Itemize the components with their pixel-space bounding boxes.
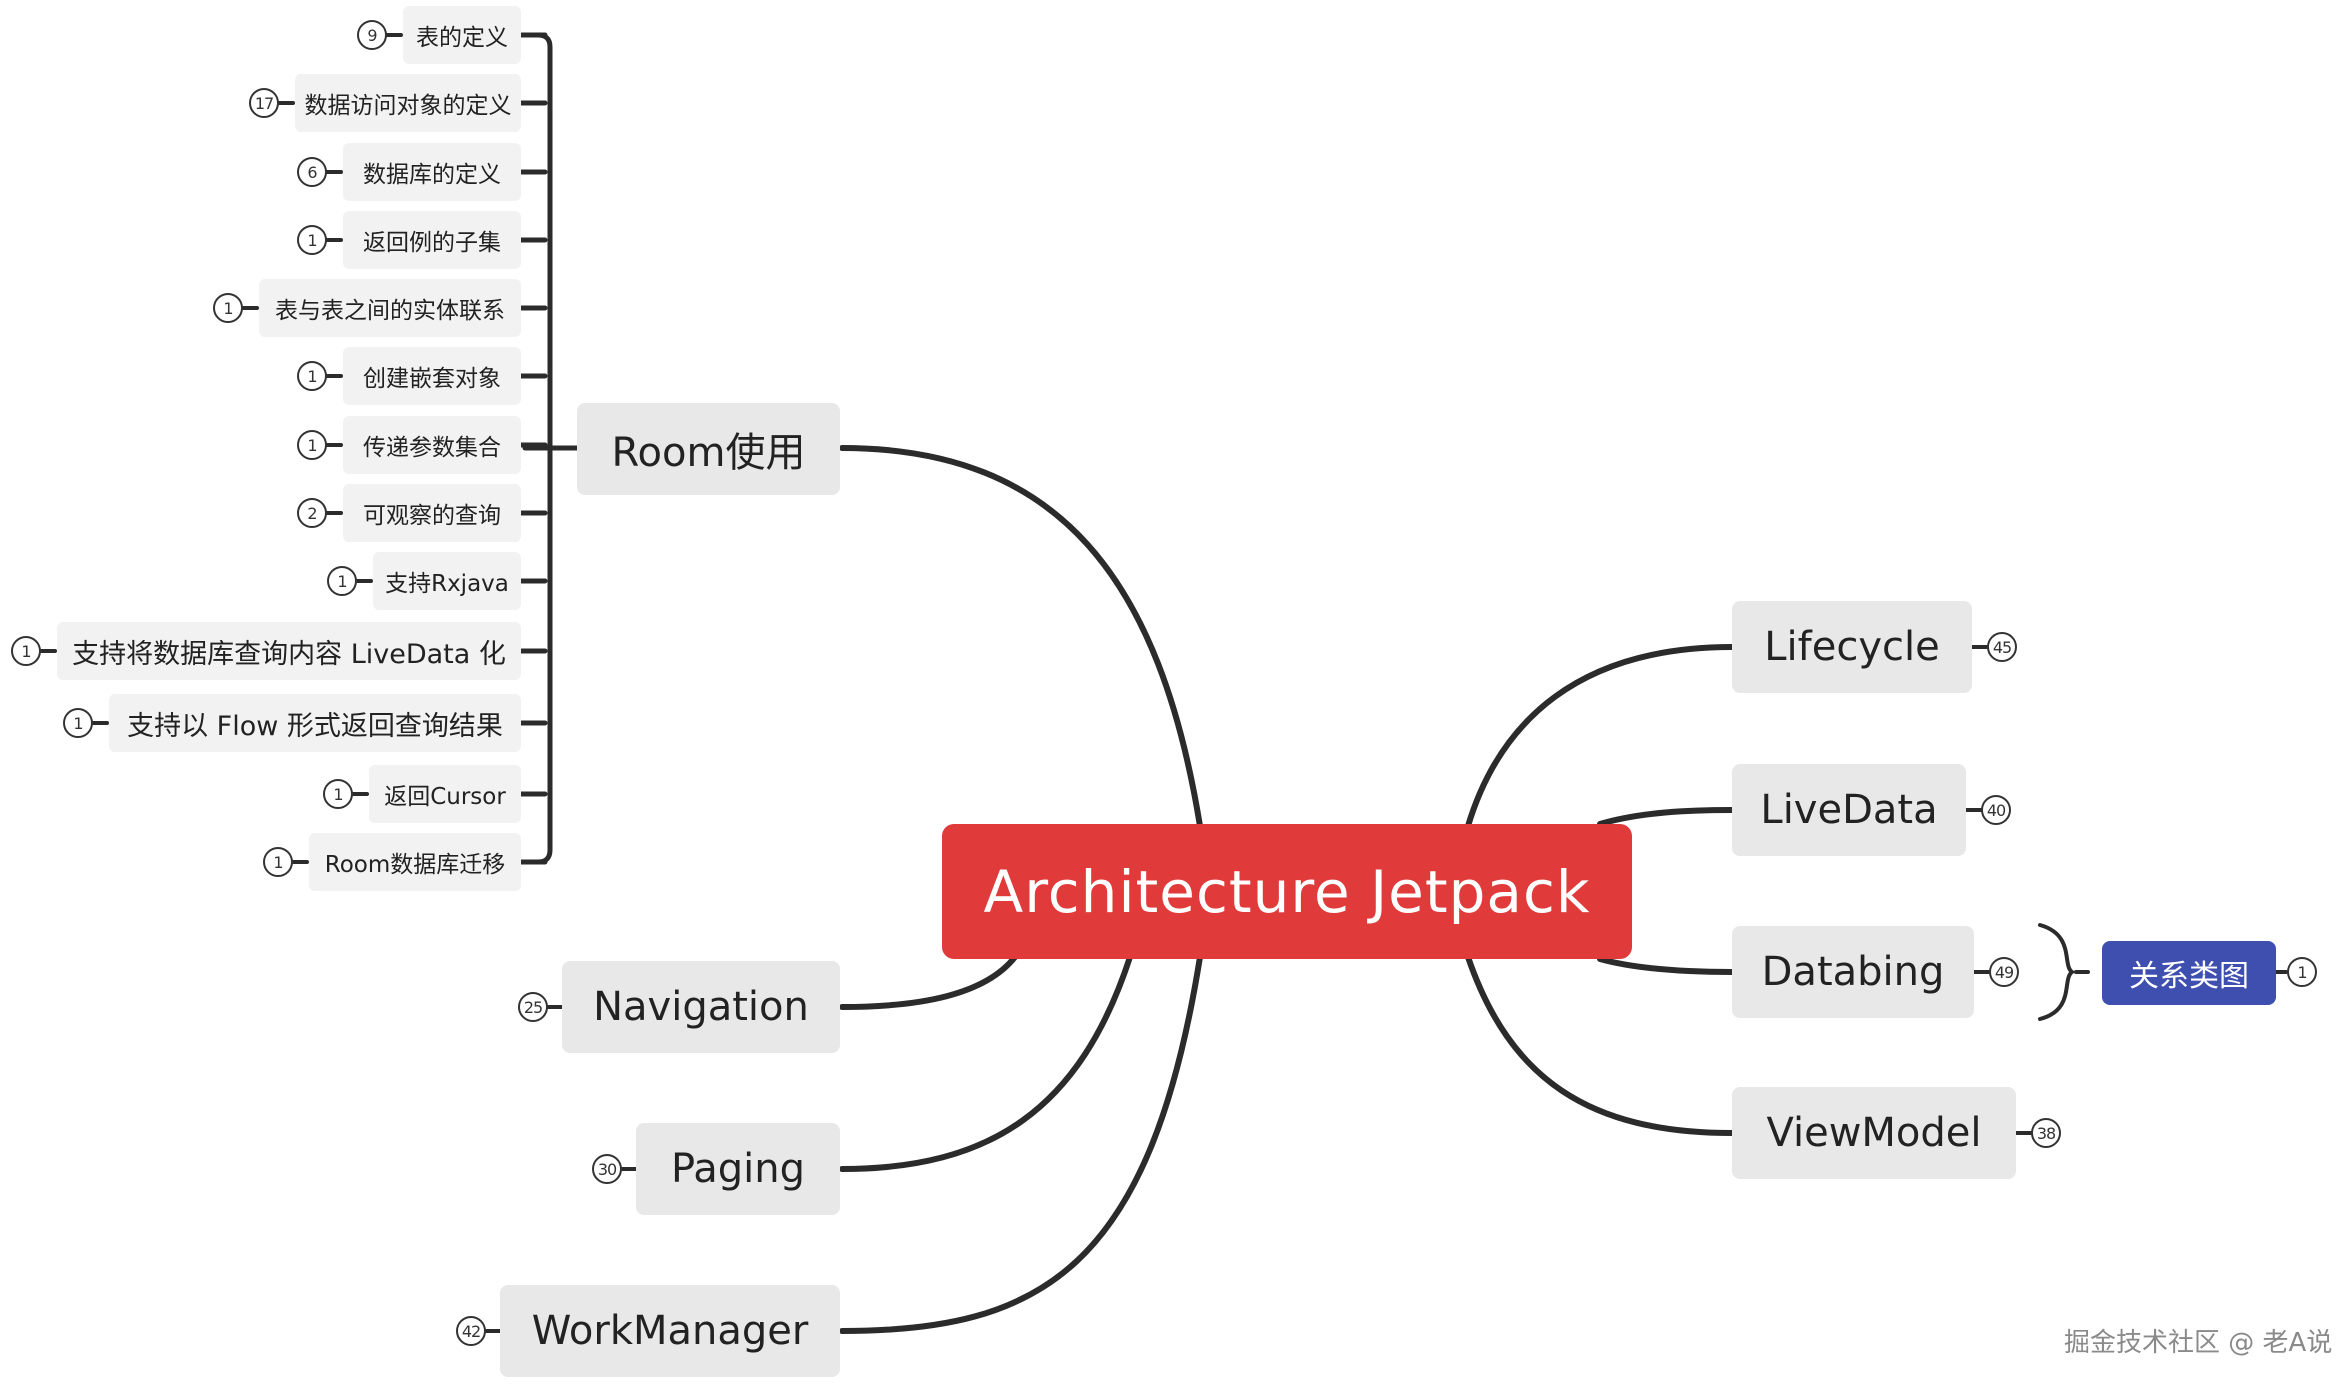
lifecycle-count-badge: 45: [1987, 632, 2017, 662]
branch-viewmodel-label: ViewModel: [1766, 1110, 1982, 1156]
room-child-node[interactable]: 返回Cursor: [369, 765, 521, 823]
room-child-count-badge: 6: [297, 157, 327, 187]
livedata-count-badge: 40: [1981, 795, 2011, 825]
room-child-label: 数据访问对象的定义: [304, 93, 512, 119]
relation-diagram-tag[interactable]: 关系类图: [2102, 941, 2276, 1005]
root-label: Architecture Jetpack: [983, 857, 1591, 926]
link-root-room: [839, 445, 1203, 829]
room-child-node[interactable]: 可观察的查询: [343, 484, 521, 542]
room-child-node[interactable]: 数据库的定义: [343, 143, 521, 201]
viewmodel-count-badge: 38: [2031, 1118, 2061, 1148]
branch-viewmodel[interactable]: ViewModel: [1732, 1087, 2016, 1179]
room-bracket-ticks: [518, 32, 548, 865]
room-child-count-badge: 17: [249, 88, 279, 118]
room-child-label: 支持以 Flow 形式返回查询结果: [127, 710, 503, 742]
room-child-node[interactable]: 返回例的子集: [343, 211, 521, 269]
room-child-count-badge: 1: [297, 361, 327, 391]
branch-navigation-label: Navigation: [593, 984, 809, 1030]
link-root-databing: [1597, 956, 1735, 975]
branch-livedata-label: LiveData: [1760, 787, 1938, 833]
room-child-count-badge: 9: [357, 20, 387, 50]
link-root-navigation: [839, 954, 1018, 1010]
room-child-count-badge: 1: [327, 566, 357, 596]
branch-navigation[interactable]: Navigation: [562, 961, 840, 1053]
room-child-node[interactable]: 表与表之间的实体联系: [259, 279, 521, 337]
branch-lifecycle[interactable]: Lifecycle: [1732, 601, 1972, 693]
paging-count-badge: 30: [592, 1154, 622, 1184]
navigation-count-badge: 25: [518, 992, 548, 1022]
room-child-count-badge: 1: [297, 225, 327, 255]
branch-paging-label: Paging: [670, 1146, 806, 1192]
room-child-node[interactable]: 数据访问对象的定义: [295, 74, 521, 132]
room-child-node[interactable]: 表的定义: [403, 6, 521, 64]
workmanager-count-badge: 42: [456, 1316, 486, 1346]
room-child-count-badge: 2: [297, 498, 327, 528]
watermark: 掘金技术社区 @ 老A说: [2064, 1328, 2333, 1358]
branch-room-label: Room使用: [611, 430, 806, 476]
room-child-label: 数据库的定义: [363, 162, 501, 188]
room-child-count-badge: 1: [213, 293, 243, 323]
branch-lifecycle-label: Lifecycle: [1764, 624, 1940, 670]
room-child-label: 返回Cursor: [384, 784, 506, 810]
room-child-label: 传递参数集合: [363, 435, 501, 461]
room-child-label: Room数据库迁移: [324, 852, 506, 878]
room-child-count-badge: 1: [323, 779, 353, 809]
room-child-label: 表与表之间的实体联系: [275, 298, 505, 324]
room-child-node[interactable]: Room数据库迁移: [309, 833, 521, 891]
room-child-node[interactable]: 支持将数据库查询内容 LiveData 化: [57, 622, 521, 680]
relation-brace: [2038, 923, 2076, 1021]
room-child-node[interactable]: 支持以 Flow 形式返回查询结果: [109, 694, 521, 752]
link-root-viewmodel: [1465, 954, 1735, 1136]
room-child-label: 可观察的查询: [363, 503, 501, 529]
room-child-count-badge: 1: [263, 847, 293, 877]
room-child-node[interactable]: 创建嵌套对象: [343, 347, 521, 405]
room-child-label: 表的定义: [416, 25, 508, 51]
room-child-label: 支持将数据库查询内容 LiveData 化: [72, 638, 506, 670]
branch-livedata[interactable]: LiveData: [1732, 764, 1966, 856]
room-child-node[interactable]: 支持Rxjava: [373, 552, 521, 610]
branch-databing-label: Databing: [1761, 949, 1945, 995]
room-bracket: [522, 32, 553, 865]
branch-room[interactable]: Room使用: [577, 403, 840, 495]
branch-paging[interactable]: Paging: [636, 1123, 840, 1215]
relation-tag-count-badge: 1: [2287, 957, 2317, 987]
root-node[interactable]: Architecture Jetpack: [942, 824, 1632, 959]
room-child-count-badge: 1: [11, 636, 41, 666]
branch-workmanager-label: WorkManager: [531, 1308, 809, 1354]
link-root-lifecycle: [1465, 644, 1735, 829]
branch-databing[interactable]: Databing: [1732, 926, 1974, 1018]
room-child-count-badge: 1: [63, 708, 93, 738]
link-root-paging: [839, 954, 1133, 1172]
link-root-workmanager: [839, 954, 1203, 1334]
branch-workmanager[interactable]: WorkManager: [500, 1285, 840, 1377]
room-child-label: 创建嵌套对象: [363, 366, 501, 392]
room-child-label: 返回例的子集: [363, 230, 501, 256]
databing-count-badge: 49: [1989, 957, 2019, 987]
room-child-count-badge: 1: [297, 430, 327, 460]
link-root-livedata: [1597, 807, 1735, 827]
room-child-node[interactable]: 传递参数集合: [343, 416, 521, 474]
room-child-label: 支持Rxjava: [385, 571, 509, 597]
relation-tag-label: 关系类图: [2129, 959, 2249, 994]
